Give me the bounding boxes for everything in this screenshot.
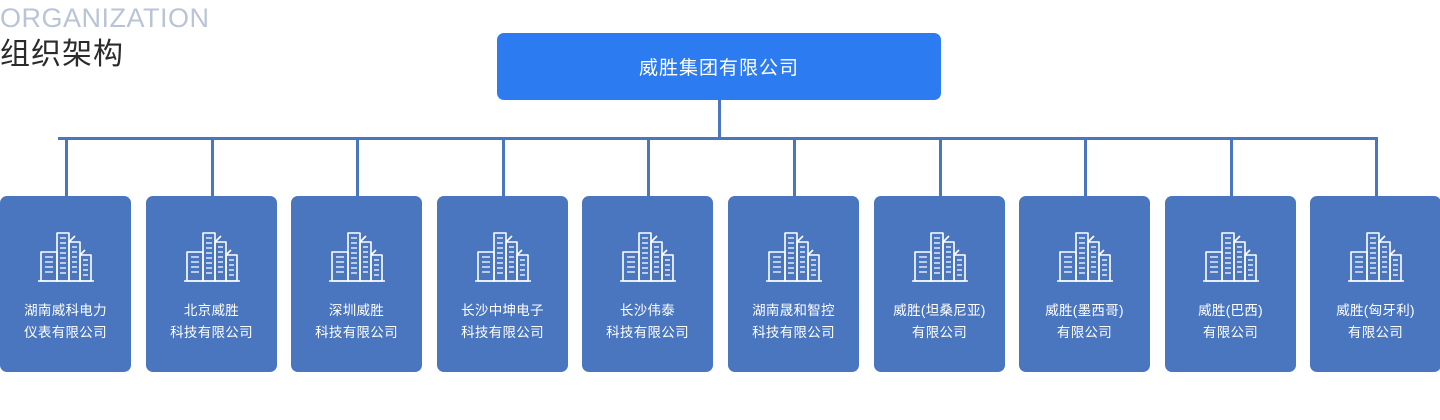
org-child-label: 长沙中坤电子 科技有限公司: [461, 303, 544, 340]
connector-drop: [1375, 137, 1378, 196]
org-child-card[interactable]: 湖南威科电力 仪表有限公司: [0, 196, 131, 372]
connector-drop: [793, 137, 796, 196]
building-icon: [619, 232, 676, 282]
building-icon: [911, 232, 968, 282]
org-child-label: 威胜(匈牙利) 有限公司: [1336, 303, 1415, 340]
connector-root-stem: [718, 100, 721, 140]
connector-drop: [939, 137, 942, 196]
org-child-card[interactable]: 湖南晟和智控 科技有限公司: [728, 196, 859, 372]
org-child-label: 湖南威科电力 仪表有限公司: [24, 303, 107, 340]
connector-drop: [1230, 137, 1233, 196]
org-child-card[interactable]: 深圳威胜 科技有限公司: [291, 196, 422, 372]
org-child-card[interactable]: 威胜(坦桑尼亚) 有限公司: [874, 196, 1005, 372]
org-child-card[interactable]: 威胜(墨西哥) 有限公司: [1019, 196, 1150, 372]
connector-drop: [1084, 137, 1087, 196]
building-icon: [1056, 232, 1113, 282]
org-child-card[interactable]: 北京威胜 科技有限公司: [146, 196, 277, 372]
heading-chinese: 组织架构: [0, 38, 124, 71]
building-icon: [328, 232, 385, 282]
connector-drop: [356, 137, 359, 196]
heading-english: ORGANIZATION: [0, 3, 210, 33]
org-child-label: 威胜(巴西) 有限公司: [1198, 303, 1263, 340]
org-child-label: 威胜(坦桑尼亚) 有限公司: [893, 303, 986, 340]
building-icon: [37, 232, 94, 282]
org-child-card[interactable]: 威胜(匈牙利) 有限公司: [1310, 196, 1440, 372]
connector-drop: [65, 137, 68, 196]
org-child-card[interactable]: 长沙伟泰 科技有限公司: [582, 196, 713, 372]
org-child-label: 北京威胜 科技有限公司: [170, 303, 253, 340]
org-child-card[interactable]: 威胜(巴西) 有限公司: [1165, 196, 1296, 372]
org-child-card[interactable]: 长沙中坤电子 科技有限公司: [437, 196, 568, 372]
org-child-label: 长沙伟泰 科技有限公司: [606, 303, 689, 340]
building-icon: [183, 232, 240, 282]
org-child-label: 深圳威胜 科技有限公司: [315, 303, 398, 340]
building-icon: [474, 232, 531, 282]
building-icon: [1347, 232, 1404, 282]
building-icon: [1202, 232, 1259, 282]
building-icon: [765, 232, 822, 282]
page-heading: ORGANIZATION 组织架构: [0, 2, 210, 75]
connector-drop: [502, 137, 505, 196]
org-child-label: 威胜(墨西哥) 有限公司: [1045, 303, 1124, 340]
connector-drop: [211, 137, 214, 196]
org-children-row: 湖南威科电力 仪表有限公司 北京威胜 科技有限公司: [0, 196, 1440, 372]
connector-drop: [647, 137, 650, 196]
org-root-label: 威胜集团有限公司: [638, 58, 799, 79]
org-root-node[interactable]: 威胜集团有限公司: [497, 33, 941, 100]
connector-horizontal-bus: [58, 137, 1376, 140]
org-child-label: 湖南晟和智控 科技有限公司: [752, 303, 835, 340]
